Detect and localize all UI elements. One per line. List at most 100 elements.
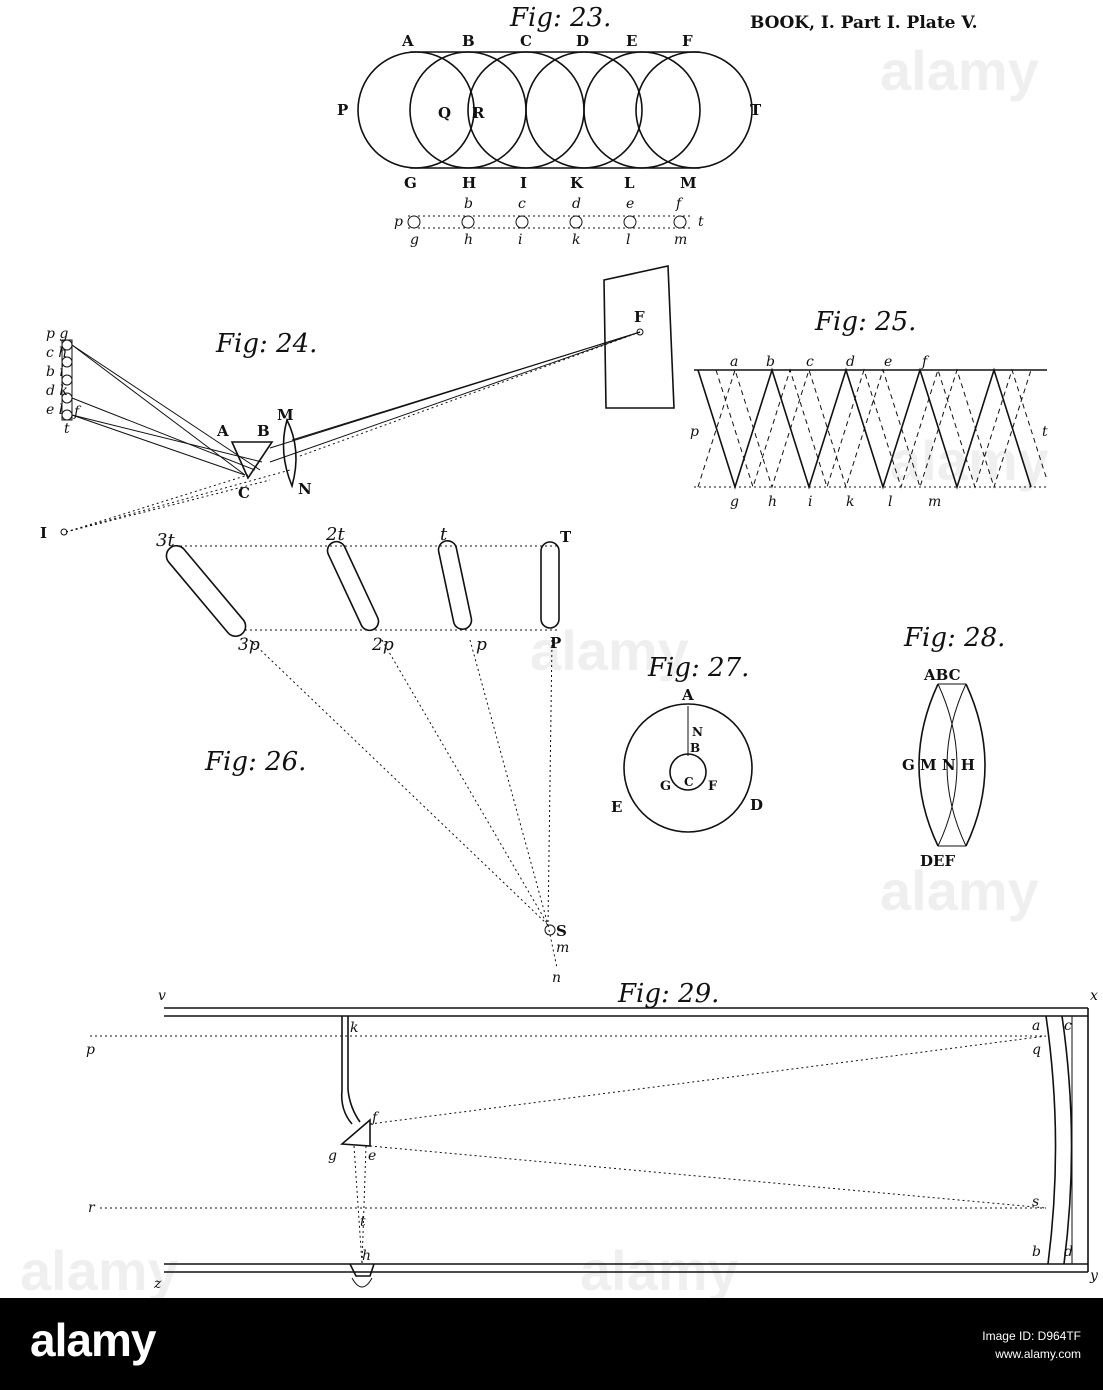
fig23-small-t: t	[698, 214, 704, 230]
fig26-label: 2t	[325, 524, 345, 545]
watermark-bar	[0, 1298, 1103, 1390]
fig26-label: 3t	[156, 530, 175, 551]
fig25-label: m	[928, 494, 941, 510]
figure-25: Fig: 25. a b c d e f g h i k l m p t	[690, 307, 1048, 510]
fig23-label-L: L	[624, 174, 635, 192]
fig29-label: g	[328, 1148, 337, 1164]
svg-text:alamy: alamy	[890, 429, 1049, 492]
fig29-label: p	[86, 1042, 95, 1058]
fig23-label-C: C	[520, 32, 532, 50]
fig24-col-label: e l	[46, 402, 63, 418]
figure-29: Fig: 29. v x k a c p	[86, 979, 1099, 1292]
fig25-bottom-letters: g h i k l m	[730, 494, 941, 510]
background-watermark: alamy alamy alamy alamy alamy alamy	[20, 39, 1049, 1298]
fig24-label-A: A	[216, 422, 229, 440]
figure-24: Fig: 24. p g c h b i d k e l f t A B C M…	[40, 265, 675, 542]
fig23-label-K: K	[570, 174, 584, 192]
fig25-label: i	[808, 494, 812, 510]
fig26-label: P	[550, 634, 561, 652]
figure-23: Fig: 23. A B C D E F G H I K L M P T Q R	[337, 3, 762, 248]
image-id-block: Image ID: D964TF www.alamy.com	[982, 1327, 1081, 1363]
fig28-title: Fig: 28.	[903, 623, 1005, 653]
fig26-label-m: m	[556, 940, 569, 956]
fig29-label: h	[362, 1248, 371, 1264]
fig23-label-D: D	[576, 32, 589, 50]
fig25-label: k	[846, 494, 854, 510]
fig26-label: p	[476, 635, 487, 655]
alamy-logo: alamy	[30, 1314, 156, 1366]
fig29-label: a	[1032, 1018, 1040, 1034]
fig24-col-label: f	[73, 404, 82, 420]
fig27-label: F	[708, 779, 718, 794]
svg-text:alamy: alamy	[880, 859, 1039, 922]
svg-text:alamy: alamy	[580, 1239, 739, 1298]
fig29-label: y	[1089, 1268, 1099, 1284]
fig29-label: b	[1032, 1244, 1041, 1260]
fig27-label: A	[681, 686, 694, 704]
fig23-label-Q: Q	[438, 104, 451, 122]
fig23-label-P: P	[337, 101, 348, 119]
fig27-label: B	[690, 741, 700, 755]
fig24-label-I: I	[40, 524, 47, 542]
fig24-col-label: c h	[46, 345, 67, 361]
fig26-bottom-labels: 3p 2p p P	[238, 634, 561, 655]
fig25-label: e	[884, 354, 892, 370]
site-url: www.alamy.com	[995, 1347, 1081, 1361]
svg-text:alamy: alamy	[880, 39, 1039, 102]
fig23-label-I: I	[520, 174, 527, 192]
fig26-title: Fig: 26.	[204, 747, 306, 777]
fig26-label: t	[440, 524, 448, 545]
fig26-top-labels: 3t 2t t T	[156, 524, 572, 551]
fig29-label: f	[371, 1110, 380, 1126]
fig23-small-k: k	[572, 232, 580, 248]
fig27-label: C	[684, 775, 694, 789]
fig24-label-C: C	[238, 484, 250, 502]
fig24-col-label: p g	[46, 326, 68, 342]
fig23-small-b: b	[464, 196, 473, 212]
fig29-label: z	[153, 1276, 162, 1292]
fig25-label: b	[766, 354, 775, 370]
fig29-label: q	[1032, 1042, 1041, 1058]
fig24-label-B: B	[257, 422, 270, 440]
fig23-label-T: T	[750, 101, 762, 119]
fig26-label: T	[560, 528, 572, 546]
fig29-label: k	[350, 1020, 358, 1036]
fig27-label: D	[750, 796, 763, 814]
figure-26: Fig: 26. 3t 2t t T 3p 2p p P S m n	[156, 524, 572, 986]
fig23-label-E: E	[626, 32, 637, 50]
fig29-label: x	[1090, 988, 1098, 1004]
fig23-small-h: h	[464, 232, 473, 248]
fig29-label: t	[360, 1214, 366, 1230]
fig23-label-R: R	[472, 104, 485, 122]
fig28-label-top: ABC	[923, 666, 961, 684]
fig23-label-B: B	[462, 32, 475, 50]
svg-text:alamy: alamy	[20, 1239, 179, 1298]
fig23-small-i: i	[518, 232, 522, 248]
fig25-label: g	[730, 494, 739, 510]
fig25-label: h	[768, 494, 777, 510]
fig23-small-d: d	[572, 196, 581, 212]
fig28-label-bottom: DEF	[920, 852, 955, 870]
fig23-small-g: g	[410, 232, 419, 248]
fig24-col-label: b i	[46, 364, 64, 380]
fig25-title: Fig: 25.	[814, 307, 916, 337]
fig23-label-H: H	[462, 174, 476, 192]
fig25-label: d	[846, 354, 855, 370]
fig24-col-label: d k	[46, 383, 68, 399]
fig29-label: s	[1032, 1194, 1039, 1210]
fig25-top-letters: a b c d e f	[730, 354, 930, 370]
fig24-title: Fig: 24.	[215, 329, 317, 359]
fig29-label: d	[1064, 1244, 1073, 1260]
fig26-label: 3p	[238, 635, 260, 655]
fig29-label: c	[1064, 1018, 1072, 1034]
fig27-label: E	[611, 798, 622, 816]
fig23-small-c: c	[518, 196, 526, 212]
fig24-label-M: M	[277, 406, 294, 424]
fig29-labels: v x k a c p q f g e r s t h b d z y	[86, 988, 1099, 1292]
fig23-small-e: e	[626, 196, 634, 212]
fig29-title: Fig: 29.	[617, 979, 719, 1009]
fig23-small-l: l	[626, 232, 630, 248]
fig26-label-S: S	[556, 922, 567, 940]
fig24-label-F: F	[634, 308, 645, 326]
fig29-label: v	[158, 988, 166, 1004]
